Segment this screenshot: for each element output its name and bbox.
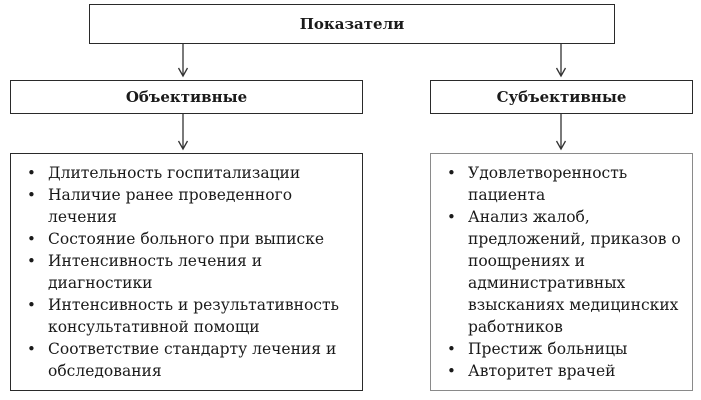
objective-node-label: Объективные — [125, 88, 248, 106]
root-node-label: Показатели — [299, 15, 405, 33]
list-item: Интенсивность лечения и диагностики — [23, 250, 354, 294]
list-item: Соответствие стандарту лечения и обследо… — [23, 338, 354, 382]
list-item: Состояние больного при выписке — [23, 228, 354, 250]
list-item: Престиж больницы — [443, 338, 684, 360]
subjective-node: Субъективные — [430, 80, 693, 114]
subjective-indicators-list: Удовлетворенность пациента Анализ жалоб,… — [430, 153, 693, 391]
list-item: Длительность госпитализации — [23, 162, 354, 184]
list-item: Интенсивность и результативность консуль… — [23, 294, 354, 338]
arrowhead-root-to-subjective — [555, 67, 567, 78]
objective-indicators-list: Длительность госпитализации Наличие ране… — [10, 153, 363, 391]
list-item: Удовлетворенность пациента — [443, 162, 684, 206]
root-node-indicators: Показатели — [89, 4, 615, 44]
arrowhead-root-to-objective — [177, 67, 189, 78]
arrowhead-objective-to-list — [177, 140, 189, 151]
list-item: Наличие ранее проведенного лечения — [23, 184, 354, 228]
list-item: Авторитет врачей — [443, 360, 684, 382]
list-item: Анализ жалоб, предложений, приказов о по… — [443, 206, 684, 338]
arrowhead-subjective-to-list — [555, 140, 567, 151]
subjective-node-label: Субъективные — [496, 88, 627, 106]
objective-node: Объективные — [10, 80, 363, 114]
